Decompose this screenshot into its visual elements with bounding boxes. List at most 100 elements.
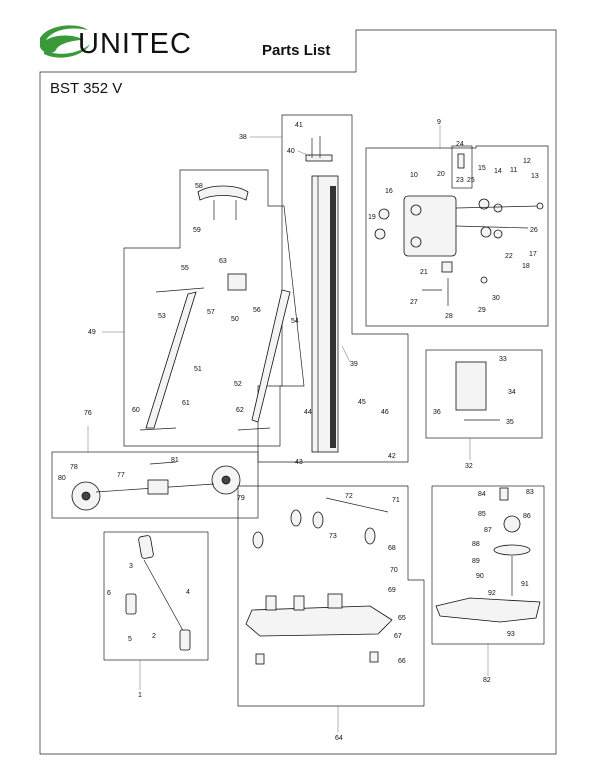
callout-label: 68 bbox=[388, 545, 396, 552]
callout-label: 55 bbox=[181, 265, 189, 272]
callout-label: 25 bbox=[467, 177, 475, 184]
callout-label: 78 bbox=[70, 464, 78, 471]
column-assembly bbox=[257, 114, 409, 463]
callout-label: 1 bbox=[138, 692, 142, 699]
callout-label: 19 bbox=[368, 214, 376, 221]
brand-name: UNITEC bbox=[78, 28, 192, 60]
callout-label: 92 bbox=[488, 590, 496, 597]
callout-label: 91 bbox=[521, 581, 529, 588]
callout-label: 38 bbox=[239, 134, 247, 141]
callout-label: 33 bbox=[499, 356, 507, 363]
callout-label: 20 bbox=[437, 171, 445, 178]
callout-label: 71 bbox=[392, 497, 400, 504]
callout-label: 67 bbox=[394, 633, 402, 640]
callout-label: 6 bbox=[107, 590, 111, 597]
callout-label: 86 bbox=[523, 513, 531, 520]
unitec-logo-icon bbox=[40, 25, 90, 58]
callout-label: 69 bbox=[388, 587, 396, 594]
callout-label: 56 bbox=[253, 307, 261, 314]
callout-label: 59 bbox=[193, 227, 201, 234]
callout-label: 29 bbox=[478, 307, 486, 314]
callout-label: 66 bbox=[398, 658, 406, 665]
callout-label: 28 bbox=[445, 313, 453, 320]
callout-label: 14 bbox=[494, 168, 502, 175]
callout-label: 22 bbox=[505, 253, 513, 260]
callout-label: 46 bbox=[381, 409, 389, 416]
callout-label: 79 bbox=[237, 495, 245, 502]
callout-label: 41 bbox=[295, 122, 303, 129]
callout-label: 10 bbox=[410, 172, 418, 179]
callout-label: 32 bbox=[465, 463, 473, 470]
callout-label: 85 bbox=[478, 511, 486, 518]
callout-label: 80 bbox=[58, 475, 66, 482]
callout-label: 61 bbox=[182, 400, 190, 407]
callout-label: 62 bbox=[236, 407, 244, 414]
callout-label: 43 bbox=[295, 459, 303, 466]
wheel-kit bbox=[51, 451, 259, 519]
callout-label: 51 bbox=[194, 366, 202, 373]
callout-label: 70 bbox=[390, 567, 398, 574]
callout-label: 5 bbox=[128, 636, 132, 643]
callout-label: 60 bbox=[132, 407, 140, 414]
callout-label: 65 bbox=[398, 615, 406, 622]
callout-label: 53 bbox=[158, 313, 166, 320]
callout-label: 13 bbox=[531, 173, 539, 180]
callout-label: 36 bbox=[433, 409, 441, 416]
callout-label: 73 bbox=[329, 533, 337, 540]
callout-label: 84 bbox=[478, 491, 486, 498]
callout-label: 90 bbox=[476, 573, 484, 580]
callout-label: 89 bbox=[472, 558, 480, 565]
callout-label: 77 bbox=[117, 472, 125, 479]
callout-label: 44 bbox=[304, 409, 312, 416]
callout-label: 63 bbox=[219, 258, 227, 265]
callout-label: 58 bbox=[195, 183, 203, 190]
callout-label: 34 bbox=[508, 389, 516, 396]
callout-label: 40 bbox=[287, 148, 295, 155]
tool-kit bbox=[103, 531, 209, 661]
callout-label: 11 bbox=[510, 167, 517, 174]
carriage-assembly bbox=[365, 145, 549, 327]
callout-label: 52 bbox=[234, 381, 242, 388]
callout-label: 87 bbox=[484, 527, 492, 534]
callout-label: 24 bbox=[456, 141, 464, 148]
callout-label: 54 bbox=[291, 318, 299, 325]
callout-label: 93 bbox=[507, 631, 515, 638]
callout-label: 76 bbox=[84, 410, 92, 417]
callout-label: 82 bbox=[483, 677, 491, 684]
callout-label: 27 bbox=[410, 299, 418, 306]
base-assembly bbox=[237, 485, 425, 707]
callout-label: 15 bbox=[478, 165, 486, 172]
callout-label: 30 bbox=[492, 295, 500, 302]
callout-label: 23 bbox=[456, 177, 464, 184]
callout-label: 45 bbox=[358, 399, 366, 406]
callout-label: 16 bbox=[385, 188, 393, 195]
callout-label: 81 bbox=[171, 457, 179, 464]
callout-label: 4 bbox=[186, 589, 190, 596]
callout-label: 88 bbox=[472, 541, 480, 548]
callout-labels: 1 2 3 4 5 6 9 10 11 12 13 14 15 16 17 18… bbox=[58, 119, 539, 742]
callout-label: 42 bbox=[388, 453, 396, 460]
leader-lines bbox=[87, 125, 489, 732]
callout-label: 3 bbox=[129, 563, 133, 570]
page-title: Parts List bbox=[262, 42, 331, 59]
callout-label: 64 bbox=[335, 735, 343, 742]
handle-assembly bbox=[123, 169, 305, 447]
callout-label: 39 bbox=[350, 361, 358, 368]
callout-label: 83 bbox=[526, 489, 534, 496]
adapter-assembly bbox=[425, 349, 543, 439]
callout-label: 72 bbox=[345, 493, 353, 500]
callout-label: 21 bbox=[420, 269, 428, 276]
callout-label: 49 bbox=[88, 329, 96, 336]
callout-label: 50 bbox=[231, 316, 239, 323]
callout-label: 9 bbox=[437, 119, 441, 126]
callout-label: 35 bbox=[506, 419, 514, 426]
callout-label: 12 bbox=[523, 158, 531, 165]
model-name: BST 352 V bbox=[50, 80, 123, 97]
callout-label: 57 bbox=[207, 309, 215, 316]
callout-label: 18 bbox=[522, 263, 530, 270]
callout-label: 26 bbox=[530, 227, 538, 234]
callout-label: 2 bbox=[152, 633, 156, 640]
callout-label: 17 bbox=[529, 251, 537, 258]
